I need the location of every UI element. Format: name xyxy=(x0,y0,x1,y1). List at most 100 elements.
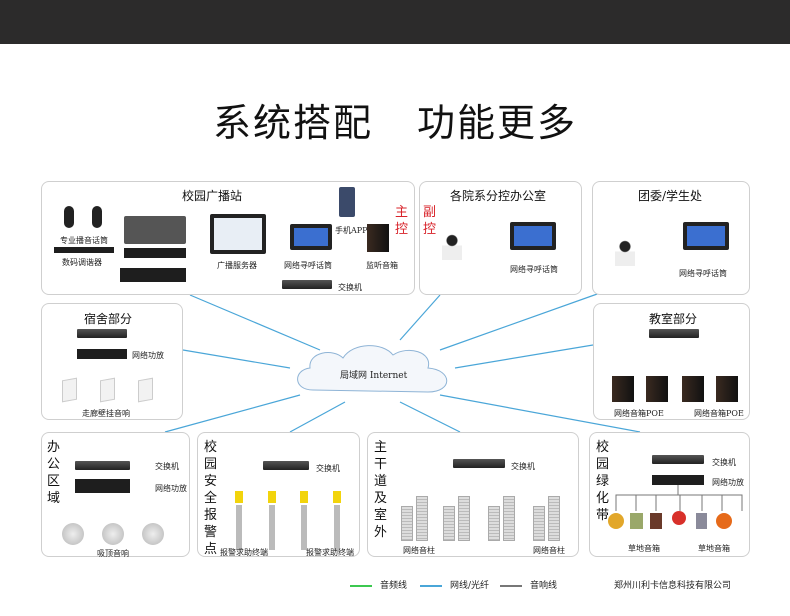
network-line-swatch xyxy=(420,584,442,587)
column-speaker xyxy=(503,496,515,541)
column-speaker xyxy=(401,506,413,541)
wall-speaker xyxy=(138,377,153,403)
speaker-label: 吸顶音响 xyxy=(97,549,129,558)
column-speaker xyxy=(443,506,455,541)
panel-title: 办公区域 xyxy=(47,440,61,506)
student-office-panel: 团委/学生处 网络寻呼话筒 xyxy=(592,181,750,295)
dormitory-panel: 宿舍部分 网络功放 走廊壁挂音响 xyxy=(41,303,183,420)
panel-title: 团委/学生处 xyxy=(638,189,703,203)
paging-console-device xyxy=(510,222,556,250)
page-title: 系统搭配功能更多 xyxy=(0,92,790,147)
poe-speaker xyxy=(716,376,738,402)
audio-line-swatch xyxy=(350,584,372,587)
column-speaker xyxy=(488,506,500,541)
column-speaker xyxy=(458,496,470,541)
tuner-label: 数码调谐器 xyxy=(62,258,102,267)
terminal-label: 报警求助终端 xyxy=(306,548,354,557)
switch-device xyxy=(282,280,332,289)
phone-icon xyxy=(339,187,355,217)
monitor-label: 监听音箱 xyxy=(366,261,398,270)
terminal-label: 报警求助终端 xyxy=(220,548,268,557)
switch-label: 交换机 xyxy=(712,458,736,467)
lawn-speaker-label: 草地音箱 xyxy=(698,544,730,553)
paging-label: 网络寻呼话筒 xyxy=(284,261,332,270)
column-speaker xyxy=(416,496,428,541)
ceiling-speaker xyxy=(62,523,84,545)
cloud-label: 局域网 Internet xyxy=(340,371,408,381)
amp-label: 网络功放 xyxy=(712,478,744,487)
ceiling-speaker xyxy=(102,523,124,545)
amplifier-device xyxy=(77,349,127,359)
office-area-panel: 办公区域 交换机 网络功放 吸顶音响 xyxy=(41,432,190,558)
switch-label: 交换机 xyxy=(511,462,535,471)
title-right: 功能更多 xyxy=(417,101,578,145)
switch-device xyxy=(75,461,130,470)
alarm-pole xyxy=(236,505,242,550)
switch-label: 交换机 xyxy=(338,283,362,292)
company-name: 郑州川利卡信息科技有限公司 xyxy=(614,581,732,591)
amp-label: 网络功放 xyxy=(155,484,187,493)
speaker-label: 网络音箱POE xyxy=(694,409,744,418)
legend-speaker: 音响线 xyxy=(500,578,557,591)
alarm-terminal xyxy=(300,491,308,503)
broadcast-station-panel: 校园广播站 专业播音话筒 数码调谐器 广播服务器 网络寻呼话筒 手机APP 监听… xyxy=(41,181,415,295)
main-road-panel: 主干道及室外 交换机 网络音柱 网络音柱 xyxy=(367,432,579,557)
security-panel: 校园安全报警点 交换机 报警求助终端 报警求助终端 xyxy=(197,432,360,557)
panel-title: 宿舍部分 xyxy=(84,312,133,326)
microphone-icon xyxy=(92,206,102,228)
title-left: 系统搭配 xyxy=(212,101,373,145)
speaker-line-swatch xyxy=(500,584,522,587)
switch-device xyxy=(453,459,505,468)
alarm-pole xyxy=(301,505,307,550)
panel-title: 校园绿化带 xyxy=(596,440,610,523)
sub-control-label: 副控 xyxy=(423,205,437,237)
amp-label: 网络功放 xyxy=(132,351,164,360)
lawn-speaker-label: 草地音箱 xyxy=(628,544,660,553)
poe-speaker xyxy=(612,376,634,402)
speaker-label: 走廊壁挂音响 xyxy=(82,409,130,418)
top-bar xyxy=(0,0,790,44)
operator-icon xyxy=(442,234,462,260)
column-speaker xyxy=(548,496,560,541)
microphone-icon xyxy=(64,206,74,228)
speaker-wiring xyxy=(608,485,743,529)
switch-device xyxy=(263,461,309,470)
paging-label: 网络寻呼话筒 xyxy=(510,265,558,274)
switch-label: 交换机 xyxy=(316,464,340,473)
alarm-pole xyxy=(269,505,275,550)
rack-device xyxy=(124,248,186,258)
panel-title: 主干道及室外 xyxy=(374,440,388,540)
app-label: 手机APP xyxy=(335,226,368,235)
legend-label: 网线/光纤 xyxy=(450,581,490,591)
switch-device xyxy=(77,329,127,338)
panel-title: 教室部分 xyxy=(649,312,698,326)
alarm-pole xyxy=(334,505,340,550)
speaker-label: 网络音箱POE xyxy=(614,409,664,418)
switch-device xyxy=(652,455,704,464)
legend-label: 音频线 xyxy=(380,581,408,591)
column-label: 网络音柱 xyxy=(403,546,435,555)
paging-label: 网络寻呼话筒 xyxy=(679,269,727,278)
mixer-device xyxy=(124,216,186,244)
tuner-device xyxy=(54,247,114,253)
alarm-terminal xyxy=(235,491,243,503)
rack-device xyxy=(120,268,186,282)
main-control-label: 主控 xyxy=(395,205,409,237)
legend-network: 网线/光纤 xyxy=(420,578,489,591)
server-device xyxy=(210,214,266,254)
wall-speaker xyxy=(62,377,77,403)
poe-speaker xyxy=(646,376,668,402)
switch-label: 交换机 xyxy=(155,462,179,471)
server-label: 广播服务器 xyxy=(217,261,257,270)
green-belt-panel: 校园绿化带 交换机 网络功放 草地音箱 草地音箱 xyxy=(589,432,750,557)
column-label: 网络音柱 xyxy=(533,546,565,555)
panel-title: 校园安全报警点 xyxy=(204,440,218,557)
paging-console-device xyxy=(290,224,332,250)
paging-console-device xyxy=(683,222,729,250)
alarm-terminal xyxy=(268,491,276,503)
monitor-speaker xyxy=(367,224,389,252)
poe-speaker xyxy=(682,376,704,402)
ceiling-speaker xyxy=(142,523,164,545)
panel-title: 校园广播站 xyxy=(182,189,243,203)
